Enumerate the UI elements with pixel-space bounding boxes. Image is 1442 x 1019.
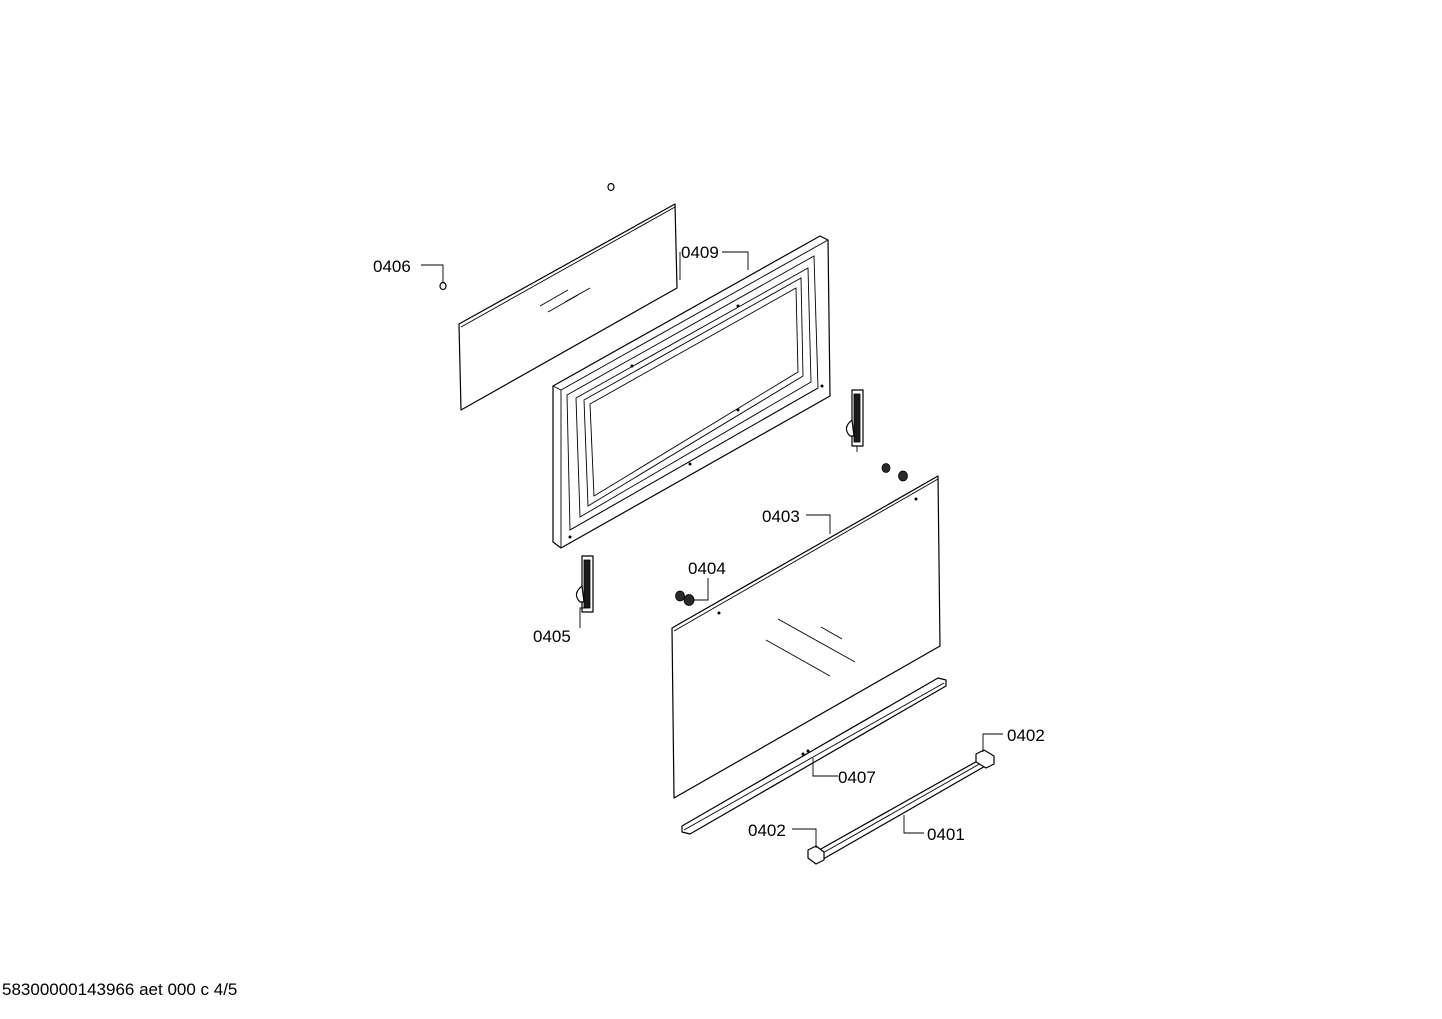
- handle-bar-0401: [807, 749, 995, 865]
- label-0406: 0406: [373, 257, 411, 276]
- part-labels: 0406 0409 0403 0404 0405 0407 0402 0402 …: [373, 243, 1045, 844]
- hinge-right: [845, 389, 864, 452]
- document-footer-code: 58300000143966 aet 000 c 4/5: [2, 980, 238, 999]
- label-0403: 0403: [762, 507, 800, 526]
- label-0404: 0404: [688, 559, 726, 578]
- label-0401: 0401: [927, 825, 965, 844]
- outer-glass-0403: [671, 475, 941, 799]
- profile-rail-0407: [681, 677, 947, 835]
- label-0407: 0407: [838, 768, 876, 787]
- nuts-0404: [675, 590, 695, 606]
- inner-glass-panel: [458, 203, 678, 411]
- label-0402-left: 0402: [748, 821, 786, 840]
- screw-0406: [439, 281, 447, 291]
- screw-top: [607, 182, 615, 192]
- label-0402-right: 0402: [1007, 726, 1045, 745]
- leader-lines: [421, 251, 1003, 848]
- door-frame-0409: [552, 235, 831, 549]
- nuts-right: [881, 463, 908, 482]
- hinge-0405: [575, 555, 594, 613]
- label-0405: 0405: [533, 627, 571, 646]
- label-0409: 0409: [681, 243, 719, 262]
